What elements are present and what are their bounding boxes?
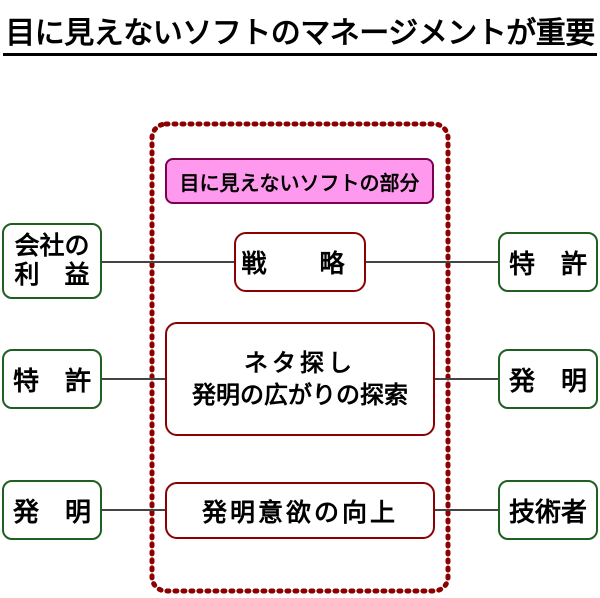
right-invention-box: 発 明	[498, 349, 598, 409]
left-patent-label: 特 許	[12, 366, 91, 397]
strategy-box: 戦 略	[234, 232, 366, 292]
right-engineer-box: 技術者	[498, 480, 598, 540]
left-patent-box: 特 許	[2, 349, 102, 409]
right-patent-box: 特 許	[498, 232, 598, 292]
right-patent-label: 特 許	[508, 249, 587, 280]
search-label-line2: 発明の広がりの探索	[192, 381, 408, 409]
title-text: 目に見えないソフトのマネージメントが重要	[3, 16, 597, 56]
profit-label-line1: 会社の	[14, 231, 90, 261]
search-box: ネタ探し 発明の広がりの探索	[165, 322, 435, 436]
strategy-label: 戦 略	[241, 249, 359, 278]
page-title: 目に見えないソフトのマネージメントが重要	[0, 8, 600, 56]
right-engineer-label: 技術者	[508, 497, 587, 528]
right-invention-label: 発 明	[508, 366, 587, 397]
motivation-box: 発明意欲の向上	[165, 482, 435, 539]
soft-part-label: 目に見えないソフトの部分	[165, 158, 434, 204]
motivation-label: 発明意欲の向上	[201, 497, 398, 527]
soft-region-frame	[149, 121, 451, 594]
left-invention-label: 発 明	[12, 497, 91, 528]
left-profit-box: 会社の 利 益	[2, 223, 102, 299]
left-invention-box: 発 明	[2, 480, 102, 540]
profit-label-line2: 利 益	[14, 260, 90, 289]
search-label-line1: ネタ探し	[244, 348, 356, 377]
